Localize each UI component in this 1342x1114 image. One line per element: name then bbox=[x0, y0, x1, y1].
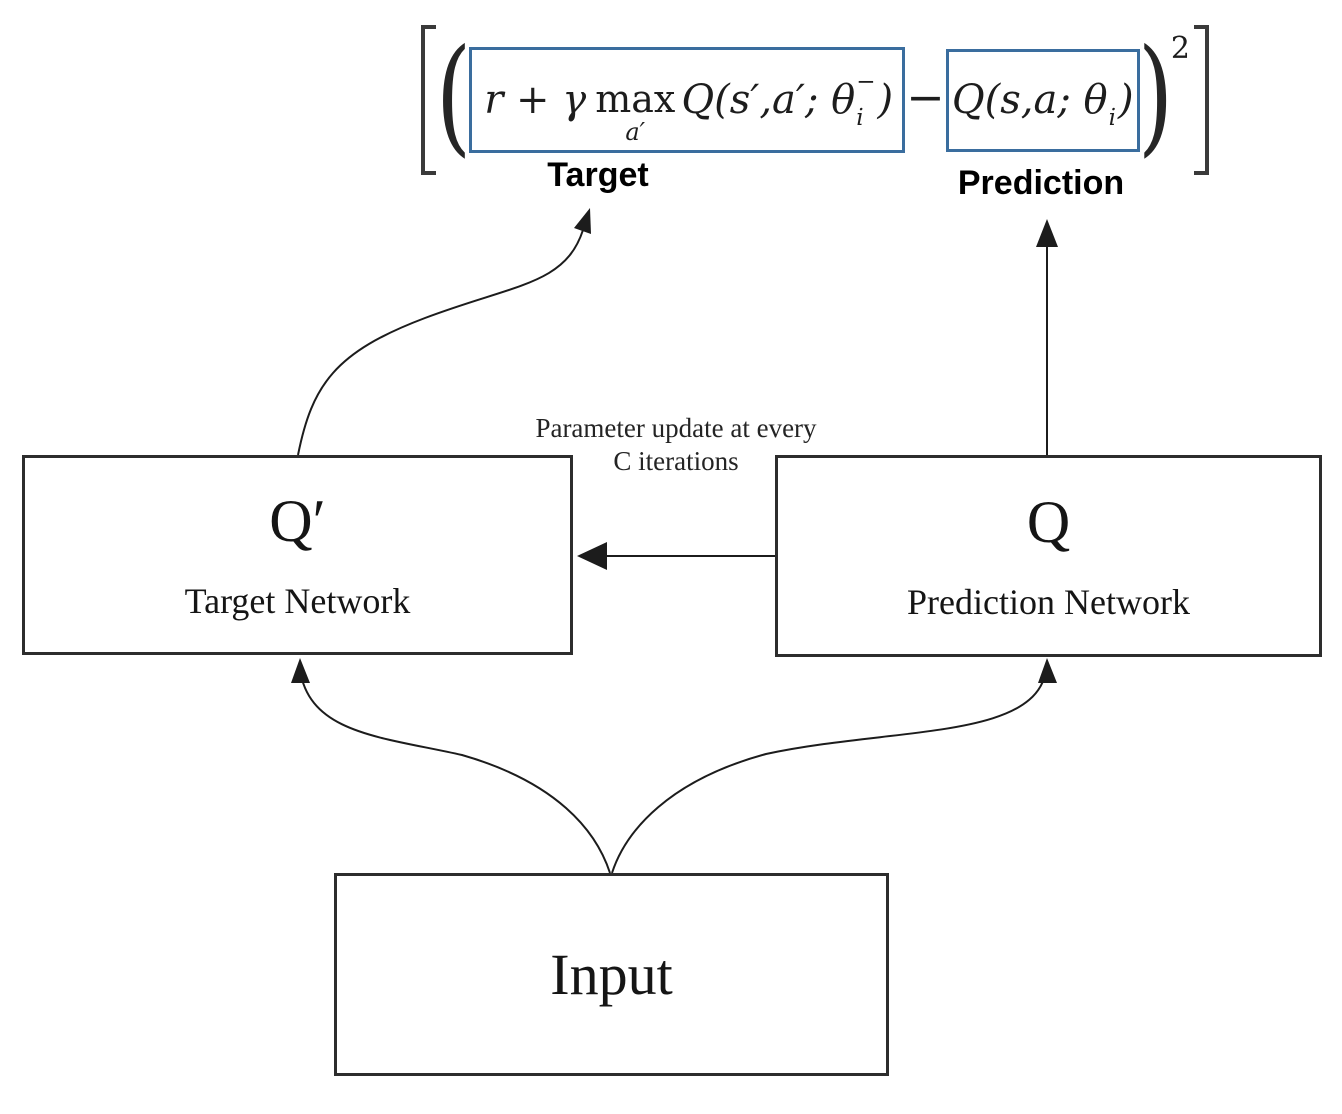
open-paren: ( bbox=[435, 22, 472, 169]
prediction-output-arrowhead bbox=[1036, 219, 1058, 247]
minus-operator: − bbox=[906, 70, 945, 124]
left-square-bracket bbox=[421, 25, 436, 175]
target-output-arrowhead bbox=[574, 208, 591, 234]
max-operator: max a′ bbox=[595, 77, 676, 146]
theta-i-subscript-wrap: i bbox=[1109, 71, 1116, 130]
input-to-prediction-arrow bbox=[611, 669, 1047, 874]
param-update-arrowhead bbox=[577, 542, 607, 570]
theta-superscript: − bbox=[856, 68, 876, 95]
prediction-term-highlight-box: Q(s,a; θ i ) bbox=[945, 48, 1140, 152]
parameter-update-note-line1: Parameter update at every bbox=[535, 413, 817, 443]
target-network-label: Target Network bbox=[184, 581, 411, 621]
parameter-update-note: Parameter update at every C iterations bbox=[535, 412, 816, 478]
prediction-q-close: ) bbox=[1117, 77, 1134, 123]
prediction-network-label: Prediction Network bbox=[907, 582, 1190, 622]
loss-formula: ( r + γ max a′ Q(s′,a′; θ − i ) − Q(s,a;… bbox=[421, 8, 1209, 192]
prediction-q-term: Q(s,a; θ bbox=[951, 77, 1108, 123]
target-network-symbol: Q′ bbox=[269, 488, 326, 554]
target-network-box: Q′ Target Network bbox=[22, 455, 573, 655]
input-box: Input bbox=[334, 873, 889, 1076]
close-paren: ) bbox=[1137, 22, 1174, 169]
target-term-highlight-box: r + γ max a′ Q(s′,a′; θ − i ) bbox=[469, 47, 906, 153]
input-to-prediction-arrowhead bbox=[1038, 658, 1057, 683]
target-q-close: ) bbox=[877, 77, 894, 123]
right-square-bracket bbox=[1193, 25, 1209, 175]
reward-plus-gamma: r + γ bbox=[484, 77, 587, 123]
prediction-network-symbol: Q bbox=[1026, 489, 1071, 555]
theta-subscript: i bbox=[856, 104, 864, 131]
input-to-target-arrow bbox=[299, 669, 611, 874]
prediction-network-box: Q Prediction Network bbox=[775, 455, 1322, 657]
parameter-update-note-line2: C iterations bbox=[613, 445, 739, 476]
input-to-target-arrowhead bbox=[291, 658, 310, 683]
theta-i-subscript: i bbox=[1108, 104, 1116, 131]
theta-sup-sub: − i bbox=[856, 68, 876, 131]
target-q-term: Q(s′,a′; θ bbox=[681, 77, 856, 123]
target-annotation-label: Target bbox=[547, 156, 649, 194]
max-subscript: a′ bbox=[625, 118, 646, 146]
squared-exponent: 2 bbox=[1170, 31, 1190, 66]
input-label: Input bbox=[550, 941, 673, 1007]
prediction-annotation-label: Prediction bbox=[957, 164, 1125, 202]
